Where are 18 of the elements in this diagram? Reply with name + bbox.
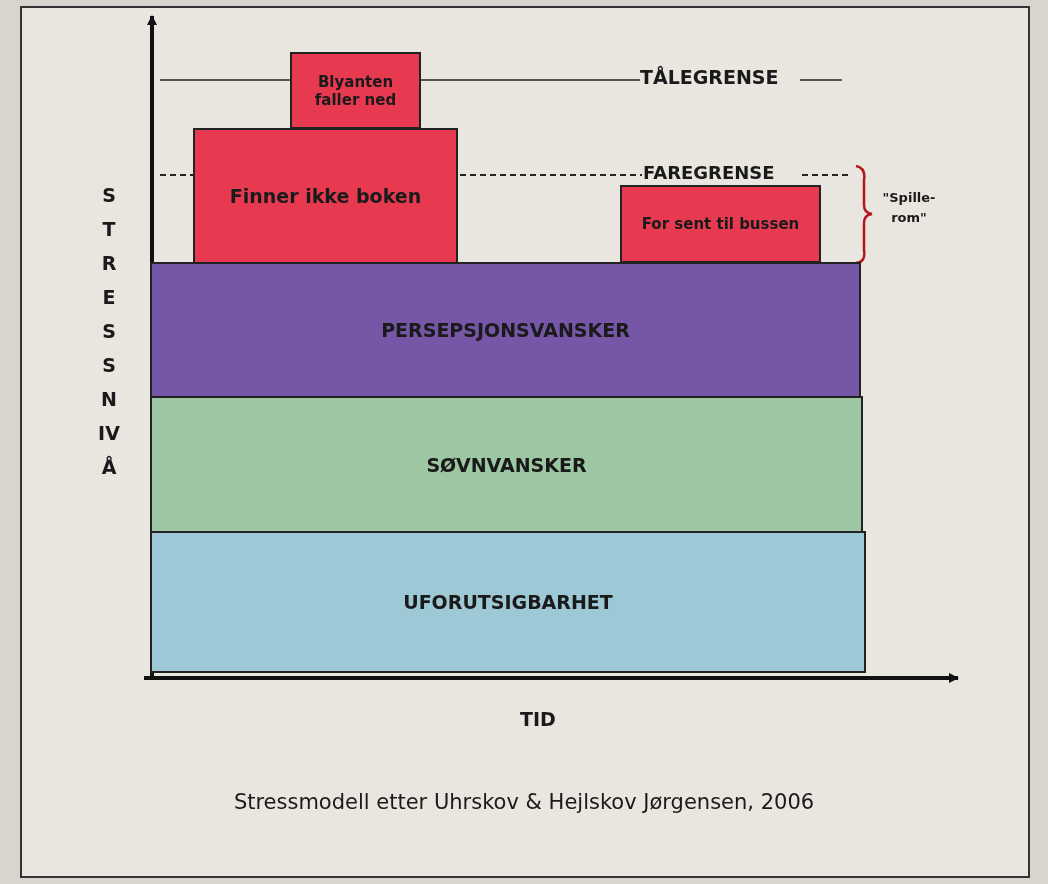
layer-band: [150, 531, 866, 673]
box-label: For sent til bussen: [640, 214, 801, 235]
caption: Stressmodell etter Uhrskov & Hejlskov Jørgensen, 2006: [232, 790, 816, 814]
box-label: PERSEPSJONSVANSKER: [380, 318, 631, 343]
layer-band: [150, 262, 861, 398]
box-label: Blyanten faller ned: [313, 71, 398, 111]
threshold-label: TÅLEGRENSE: [640, 66, 779, 88]
box-label: Finner ikke boken: [228, 184, 423, 209]
event-box: [290, 52, 421, 129]
box-label: SØVNVANSKER: [425, 452, 588, 478]
event-box: [193, 128, 458, 264]
bracket-label: "Spille-rom": [881, 189, 937, 227]
threshold-label: FAREGRENSE: [643, 162, 775, 183]
axis-title: TID: [520, 708, 556, 730]
layer-band: [150, 396, 863, 533]
axis-title: STRESSNIVÅ: [98, 183, 120, 480]
box-label: UFORUTSIGBARHET: [402, 590, 614, 615]
event-box: [620, 185, 821, 263]
